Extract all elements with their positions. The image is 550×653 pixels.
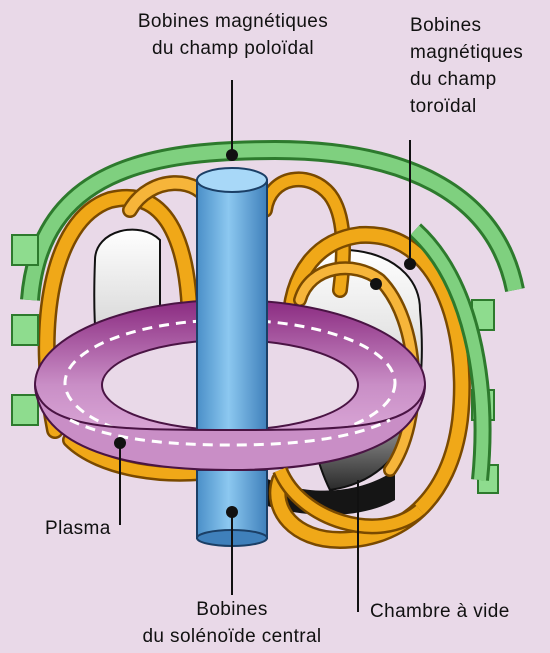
label-toroidal-line2: magnétiques [410,39,523,66]
label-toroidal-line3: du champ [410,66,523,93]
label-toroidal-line4: toroïdal [410,93,523,120]
label-central-solenoid: Bobines du solénoïde central [122,596,342,650]
label-toroidal-line1: Bobines [410,12,523,39]
label-plasma: Plasma [45,515,111,542]
label-toroidal-coils: Bobines magnétiques du champ toroïdal [410,12,523,120]
label-poloidal-line2: du champ poloïdal [98,35,368,62]
central-solenoid [197,168,267,546]
label-vacuum-chamber: Chambre à vide [370,598,510,625]
label-solenoid-line2: du solénoïde central [122,623,342,650]
label-poloidal-coils: Bobines magnétiques du champ poloïdal [98,8,368,62]
label-poloidal-line1: Bobines magnétiques [98,8,368,35]
label-solenoid-line1: Bobines [122,596,342,623]
